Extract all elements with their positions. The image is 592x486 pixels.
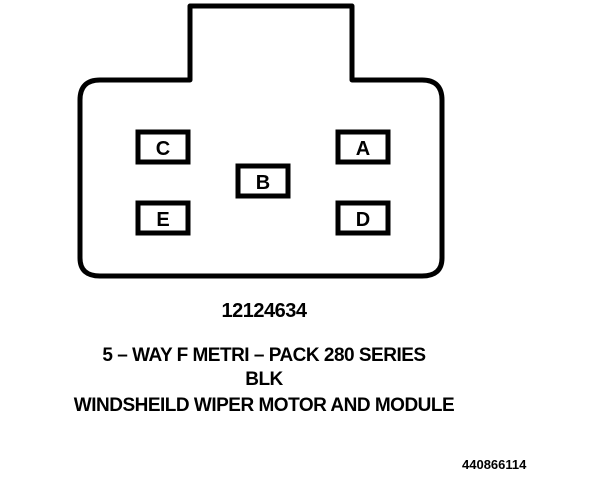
pin-c-label: C <box>156 138 170 160</box>
pin-c: C <box>135 129 191 165</box>
figure-id: 440866114 <box>462 457 527 472</box>
connector-series: 5 – WAY F METRI – PACK 280 SERIES <box>102 345 426 366</box>
connector-color: BLK <box>245 369 283 390</box>
pin-c-box <box>135 129 191 165</box>
pin-b-box <box>235 163 291 199</box>
pin-b: B <box>235 163 291 199</box>
pin-a-box <box>335 129 391 165</box>
part-number: 12124634 <box>221 300 307 322</box>
pin-d-box <box>335 200 391 236</box>
connector-description: WINDSHEILD WIPER MOTOR AND MODULE <box>73 395 455 416</box>
connector-housing <box>77 3 445 279</box>
pin-d: D <box>335 200 391 236</box>
pin-a: A <box>335 129 391 165</box>
pin-e-label: E <box>156 209 169 231</box>
pin-e: E <box>135 200 191 236</box>
pin-e-box <box>135 200 191 236</box>
pin-d-label: D <box>356 209 370 231</box>
connector-diagram: C A B E D <box>77 3 445 279</box>
pin-b-label: B <box>256 172 270 194</box>
pin-a-label: A <box>356 138 370 160</box>
